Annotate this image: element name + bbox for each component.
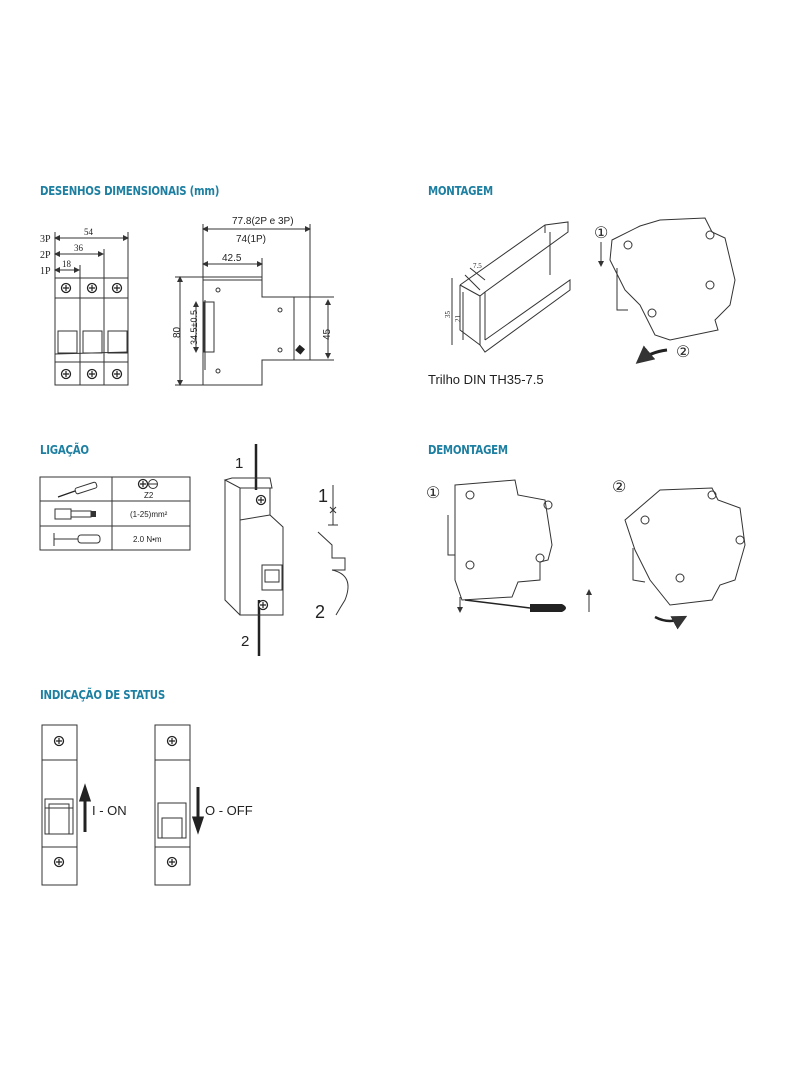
dim-77-8: 77.8(2P e 3P) [232, 216, 294, 227]
mounting-breaker-drawing: ① ② [594, 217, 736, 364]
status-on-label: I - ON [92, 803, 127, 818]
dim-80: 80 [172, 326, 183, 338]
screwdriver-icon [57, 481, 98, 498]
dim-45: 45 [322, 328, 333, 340]
breaker-on-drawing: I - ON [41, 724, 127, 886]
wiring-breaker-drawing: 1 2 1 2 [223, 444, 349, 656]
slot-screw-icon [137, 478, 158, 490]
terminal-2-label: 2 [241, 633, 249, 650]
breaker-off-drawing: O - OFF [154, 724, 253, 886]
dismount-step2-drawing: ② [612, 479, 746, 630]
status-title: INDICAÇÃO DE STATUS [40, 688, 165, 702]
label-3p: 3P [40, 234, 51, 245]
wiring-title: LIGAÇÃO [40, 443, 89, 457]
symbol-2-label: 2 [315, 602, 325, 622]
rail-dim-21: 21 [454, 315, 462, 323]
dismount-step-1: ① [426, 485, 440, 502]
label-2p: 2P [40, 250, 51, 261]
side-view-drawing: 77.8(2P e 3P) 74(1P) 42.5 80 34.5±0.5 45 [172, 216, 334, 386]
mount-step-1: ① [594, 225, 608, 242]
mount-step-2: ② [676, 344, 690, 361]
dim-74: 74(1P) [236, 234, 266, 245]
terminal-1-label: 1 [235, 455, 243, 472]
dim-54: 54 [84, 227, 94, 237]
din-rail-drawing: 7.5 35 21 Trilho DIN TH35-7.5 [428, 221, 571, 387]
rail-dim-7-5: 7.5 [473, 262, 482, 270]
status-off-label: O - OFF [205, 803, 253, 818]
torque-screwdriver-icon [53, 533, 101, 546]
dim-42-5: 42.5 [222, 253, 242, 264]
label-1p: 1P [40, 266, 51, 277]
wiring-cable-value: (1-25)mm² [130, 510, 168, 519]
dim-34-5: 34.5±0.5 [189, 310, 199, 345]
rail-dim-35: 35 [444, 311, 452, 319]
symbol-1-label: 1 [318, 486, 328, 506]
front-view-3p-drawing: 3P 2P 1P 54 36 18 [40, 227, 129, 386]
dismounting-title: DEMONTAGEM [428, 443, 508, 457]
dim-18: 18 [62, 259, 72, 269]
wiring-torque-value: 2.0 N•m [133, 535, 162, 544]
dismount-step1-drawing: ① [426, 479, 592, 613]
wire-ferrule-icon [54, 508, 96, 520]
mounting-title: MONTAGEM [428, 184, 493, 198]
wiring-screwdriver-value: Z2 [144, 491, 154, 500]
dim-36: 36 [74, 243, 84, 253]
dismount-step-2: ② [612, 479, 626, 496]
wiring-table: Z2 (1-25)mm² 2.0 N•m [39, 476, 191, 551]
rail-caption: Trilho DIN TH35-7.5 [428, 372, 544, 387]
dimensional-title: DESENHOS DIMENSIONAIS (mm) [40, 184, 220, 198]
